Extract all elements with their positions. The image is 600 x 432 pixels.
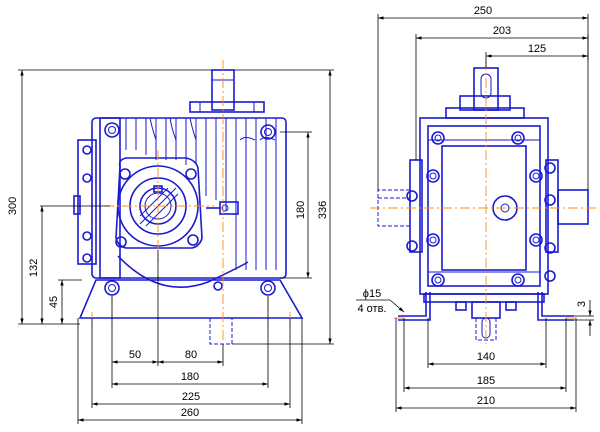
dim-132: 132 — [28, 259, 40, 277]
dim-210: 210 — [477, 395, 495, 407]
dim-80: 80 — [185, 349, 197, 361]
side-view: 250 203 125 ϕ15 4 отв. 3 140 185 210 — [356, 5, 596, 412]
dim-125: 125 — [528, 43, 546, 55]
front-input-shaft — [189, 69, 265, 113]
front-cooling-fins — [125, 117, 277, 270]
dim-180-horizontal: 180 — [181, 371, 199, 383]
dim-hole-diameter: ϕ15 — [363, 288, 381, 300]
side-dimension-lines — [356, 14, 594, 412]
dim-180-vertical: 180 — [295, 201, 307, 219]
dim-185: 185 — [477, 375, 495, 387]
side-housing — [406, 117, 559, 295]
dim-336: 336 — [317, 201, 329, 219]
dim-225: 225 — [182, 391, 200, 403]
dim-hole-count: 4 отв. — [358, 303, 387, 315]
dim-300: 300 — [7, 197, 19, 215]
front-view: 300 132 45 336 180 50 80 180 225 260 — [7, 60, 334, 424]
dim-45: 45 — [48, 296, 60, 308]
front-base — [78, 279, 304, 345]
front-dimension-lines — [18, 69, 334, 424]
dim-50: 50 — [129, 349, 141, 361]
dim-260: 260 — [181, 407, 199, 419]
dim-250: 250 — [474, 5, 492, 17]
front-housing — [73, 117, 287, 279]
side-input-shaft — [445, 67, 525, 119]
dim-140: 140 — [477, 351, 495, 363]
dim-3: 3 — [576, 301, 588, 307]
front-output-flange — [115, 157, 203, 249]
dim-203: 203 — [493, 25, 511, 37]
